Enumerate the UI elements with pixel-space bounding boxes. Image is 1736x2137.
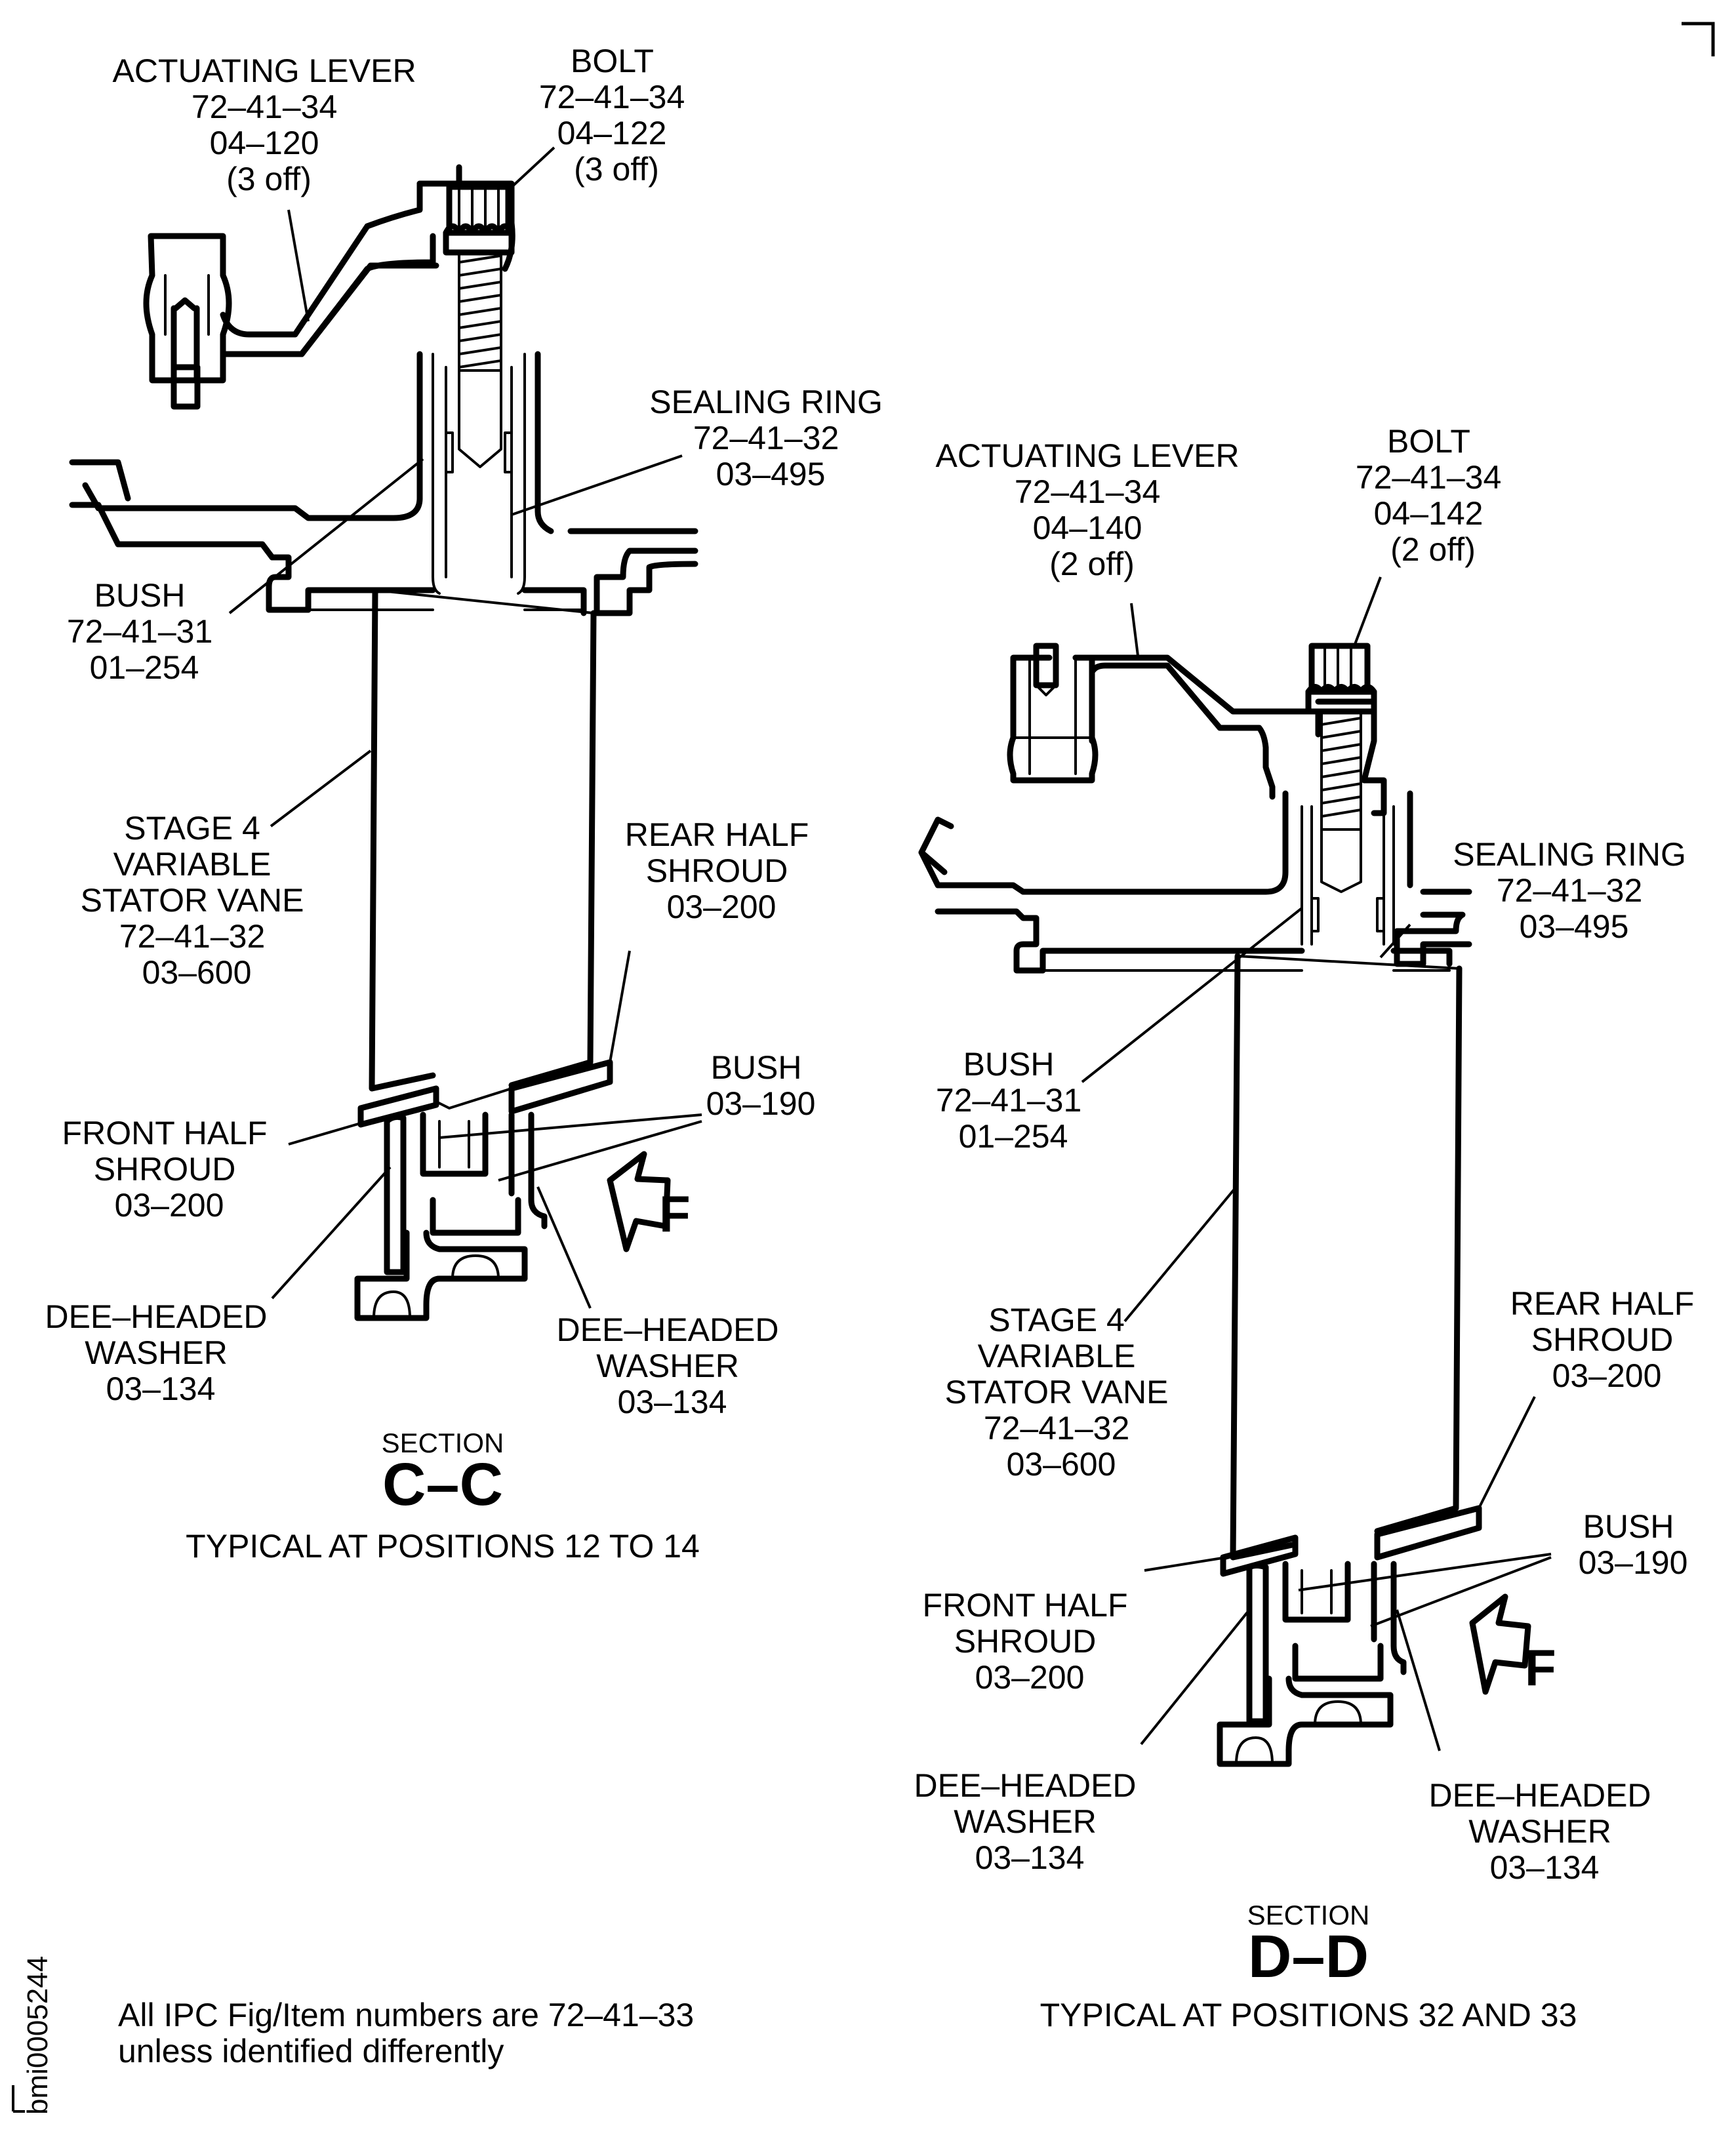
section-word-c: SECTION — [382, 1428, 504, 1458]
stator-vane-d — [1230, 953, 1463, 1561]
section-caption-d: TYPICAL AT POSITIONS 32 AND 33 — [1040, 1997, 1577, 2033]
label-dee-washer-right-d: DEE–HEADED WASHER 03–134 — [1429, 1777, 1661, 1886]
label-actuating-lever-c: ACTUATING LEVER 72–41–34 04–120 (3 off) — [113, 52, 426, 197]
view-arrow-f-d — [1469, 1593, 1531, 1695]
label-bush-bottom-c: BUSH 03–190 — [706, 1049, 816, 1122]
label-dee-washer-right-c: DEE–HEADED WASHER 03–134 — [557, 1311, 788, 1420]
lower-shroud-bush-assembly-d — [1217, 1505, 1482, 1767]
label-bolt-c: BOLT 72–41–34 04–122 (3 off) — [539, 43, 694, 188]
label-sealing-ring-d: SEALING RING 72–41–32 03–495 — [1453, 836, 1695, 945]
label-vane-d: STAGE 4 VARIABLE STATOR VANE 72–41–32 03… — [945, 1302, 1178, 1483]
lower-shroud-bush-assembly — [354, 1059, 613, 1321]
lever-end-fitting-d — [1007, 643, 1099, 784]
bolt — [443, 184, 515, 468]
label-front-half-shroud-c: FRONT HALF SHROUD 03–200 — [62, 1115, 277, 1224]
stator-vane — [369, 587, 597, 1092]
figure-id: bmi0005244 — [22, 1956, 54, 2115]
lever-end-fitting — [143, 233, 232, 410]
figure-id-bracket — [12, 2085, 25, 2113]
view-letter-f-c: F — [659, 1185, 691, 1243]
section-letters-c: C–C — [382, 1451, 503, 1518]
leader-lines-c-c — [228, 146, 702, 1309]
leader-lines-d-d — [1081, 576, 1552, 1751]
label-bolt-d: BOLT 72–41–34 04–142 (2 off) — [1356, 423, 1510, 568]
label-rear-half-shroud-c: REAR HALF SHROUD 03–200 — [625, 816, 818, 925]
label-vane-c: STAGE 4 VARIABLE STATOR VANE 72–41–32 03… — [81, 810, 313, 991]
label-sealing-ring-c: SEALING RING 72–41–32 03–495 — [649, 384, 892, 492]
section-caption-c: TYPICAL AT POSITIONS 12 TO 14 — [186, 1528, 700, 1565]
spindle-housing-d — [918, 790, 1472, 974]
label-dee-washer-left-c: DEE–HEADED WASHER 03–134 — [45, 1298, 277, 1407]
labels-c-c: ACTUATING LEVER 72–41–34 04–120 (3 off) … — [45, 43, 892, 1565]
labels-d-d: ACTUATING LEVER 72–41–34 04–140 (2 off) … — [914, 423, 1704, 2033]
ipc-note: All IPC Fig/Item numbers are 72–41–33 un… — [118, 1997, 703, 2069]
label-bush-top-c: BUSH 72–41–31 01–254 — [67, 577, 222, 686]
bolt-d — [1305, 643, 1377, 893]
label-dee-washer-left-d: DEE–HEADED WASHER 03–134 — [914, 1767, 1146, 1876]
view-letter-f-d: F — [1525, 1639, 1556, 1696]
spindle-housing — [69, 351, 698, 616]
label-bush-top-d: BUSH 72–41–31 01–254 — [936, 1046, 1091, 1155]
section-c-c-drawing — [69, 164, 698, 1321]
label-front-half-shroud-d: FRONT HALF SHROUD 03–200 — [923, 1587, 1137, 1696]
label-actuating-lever-d: ACTUATING LEVER 72–41–34 04–140 (2 off) — [936, 437, 1249, 582]
corner-mark — [1682, 22, 1715, 56]
section-d-d-drawing — [918, 643, 1531, 1767]
label-rear-half-shroud-d: REAR HALF SHROUD 03–200 — [1510, 1285, 1704, 1394]
view-arrow-f-c — [607, 1151, 671, 1252]
section-letters-d: D–D — [1248, 1923, 1369, 1990]
section-word-d: SECTION — [1247, 1900, 1370, 1930]
label-bush-bottom-d: BUSH 03–190 — [1579, 1508, 1688, 1581]
